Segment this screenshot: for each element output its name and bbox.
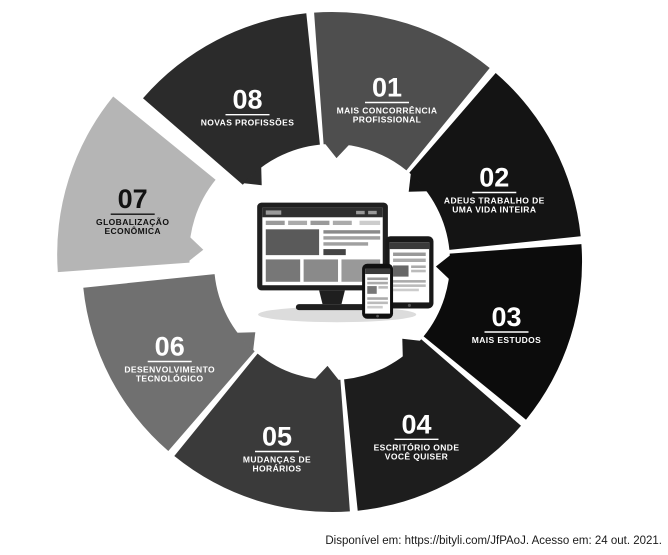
segment-gear-tooth: [236, 332, 256, 352]
segment-label-line: MAIS CONCORRÊNCIA: [337, 105, 438, 116]
segment-shape: [57, 96, 216, 273]
monitor-icon: [257, 202, 388, 311]
segment-label-line: PROFISSIONAL: [353, 115, 422, 125]
segment-shape: [83, 274, 255, 451]
segment-gear-tooth: [402, 338, 422, 358]
segment-label-line: MUDANÇAS DE: [243, 455, 311, 465]
segment-label-line: ECONÔMICA: [104, 225, 161, 236]
tablet-icon: [385, 236, 434, 309]
segment-gear-tooth: [242, 166, 262, 186]
segment-number: 04: [401, 409, 431, 439]
segment-label-line: DESENVOLVIMENTO: [124, 365, 215, 375]
responsive-devices-icon: [257, 202, 434, 323]
segment-shape: [409, 73, 581, 250]
segment-shape: [174, 353, 350, 513]
segment-number: 07: [118, 184, 148, 214]
segment-number: 02: [479, 163, 509, 193]
segment-label-line: MAIS ESTUDOS: [472, 335, 542, 345]
segment-number: 05: [262, 422, 292, 452]
segment-label-line: HORÁRIOS: [252, 464, 301, 474]
segment-gear-tooth: [408, 172, 428, 192]
segment-number: 08: [232, 85, 262, 115]
segment-gear-tooth: [314, 365, 340, 381]
segment-number: 03: [491, 302, 521, 332]
segment-gear-tooth: [188, 236, 204, 262]
segment-gear-tooth: [324, 143, 350, 159]
segment-label-line: GLOBALIZAÇÃO: [96, 217, 169, 227]
segment-number: 06: [155, 332, 185, 362]
segment-label-line: NOVAS PROFISSÕES: [201, 118, 295, 128]
segment-shape: [143, 13, 320, 185]
segment-label-line: ESCRITÓRIO ONDE: [374, 441, 460, 452]
segment-gear-tooth: [435, 254, 451, 280]
segment-shape: [314, 11, 490, 171]
segment-label-line: UMA VIDA INTEIRA: [452, 205, 536, 215]
segment-shape: [344, 339, 521, 511]
source-caption: Disponível em: https://bityli.com/JfPAoJ…: [325, 535, 662, 547]
segment-number: 01: [372, 73, 402, 103]
segment-label-line: VOCÊ QUISER: [385, 450, 448, 461]
smartphone-icon: [362, 263, 394, 319]
segment-label-line: ADEUS TRABALHO DE: [444, 196, 545, 206]
segment-label-line: TECNOLÓGICO: [136, 373, 204, 384]
